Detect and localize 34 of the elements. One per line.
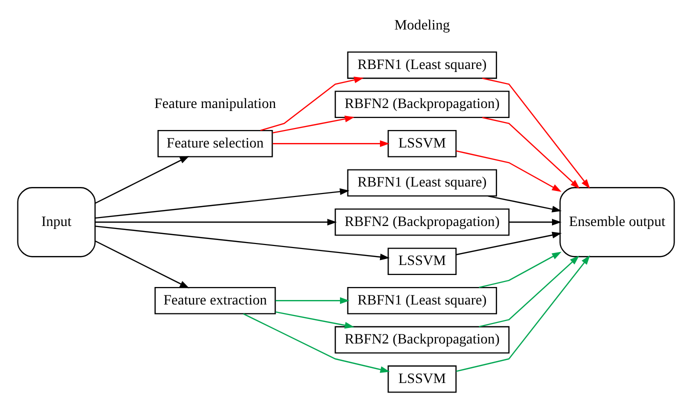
node-box: RBFN1 (Least square): [346, 51, 497, 79]
arrow: [456, 255, 590, 372]
arrow: [275, 297, 350, 304]
arrow: [94, 240, 189, 288]
node-box: RBFN2 (Backpropagation): [334, 208, 510, 236]
arrow: [482, 116, 580, 189]
arrow: [94, 188, 349, 219]
arrow: [94, 218, 336, 226]
arrow: [260, 76, 364, 132]
arrow: [482, 78, 590, 189]
arrow: [94, 226, 390, 260]
node-box: RBFN2 (Backpropagation): [334, 326, 510, 354]
arrow: [94, 156, 189, 204]
node-box: RBFN1 (Least square): [346, 169, 497, 197]
arrow: [478, 252, 562, 288]
node-box: Feature selection: [157, 130, 272, 158]
node-box: Input: [16, 187, 96, 258]
node-box: RBFN2 (Backpropagation): [334, 90, 510, 118]
arrow: [456, 232, 562, 256]
node-box: LSSVM: [387, 248, 456, 276]
label: Feature manipulation: [154, 96, 276, 112]
node-box: RBFN1 (Least square): [346, 286, 497, 314]
arrow: [242, 313, 390, 373]
node-box: LSSVM: [387, 365, 456, 393]
arrow: [456, 150, 562, 192]
node-box: LSSVM: [387, 130, 456, 158]
node-box: Feature extraction: [154, 286, 276, 314]
arrow: [272, 116, 354, 134]
arrow: [509, 218, 562, 226]
arrow: [274, 311, 354, 329]
label: Modeling: [394, 18, 450, 34]
arrow: [272, 140, 389, 147]
arrow: [487, 195, 562, 212]
node-box: Ensemble output: [558, 187, 674, 258]
